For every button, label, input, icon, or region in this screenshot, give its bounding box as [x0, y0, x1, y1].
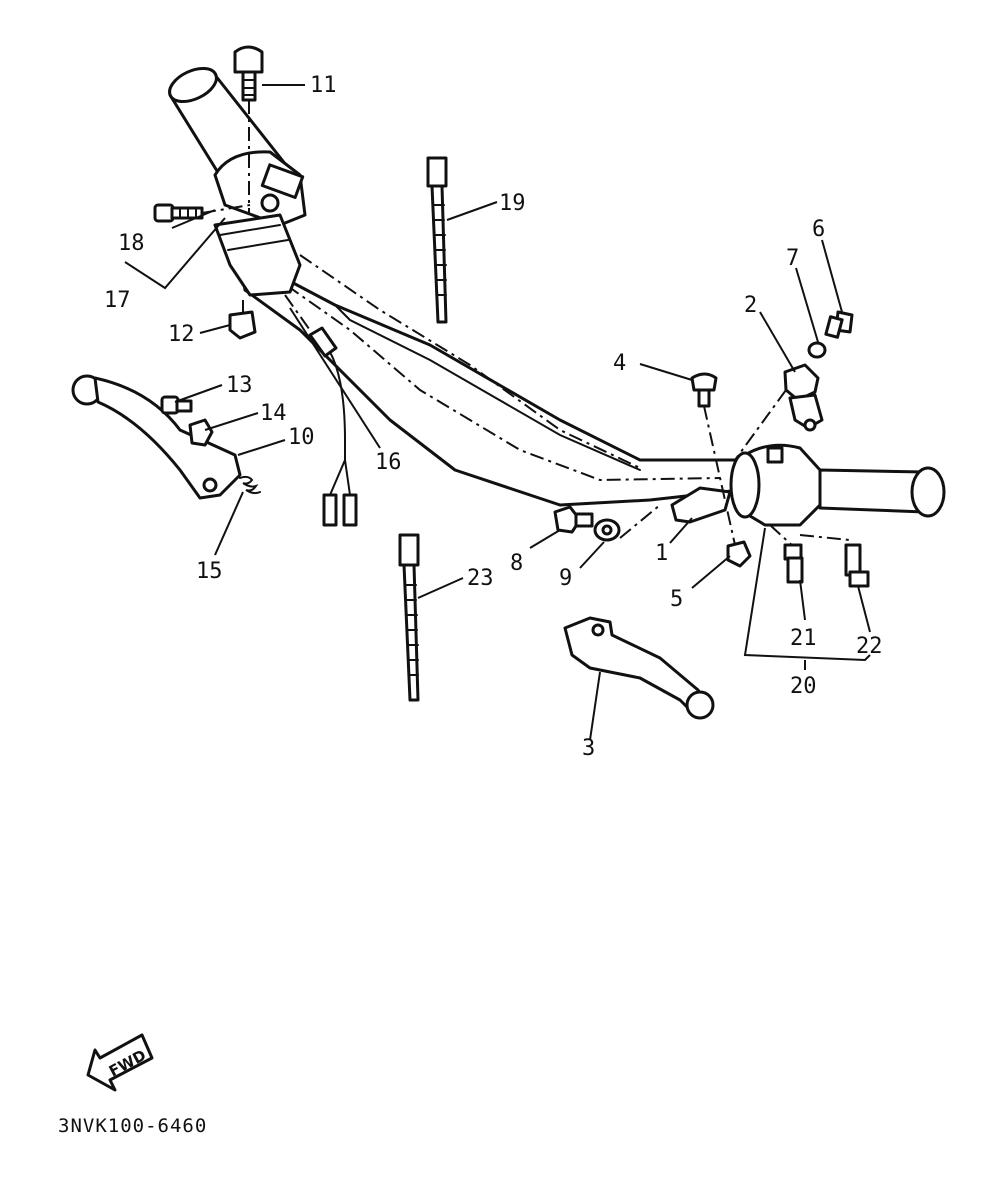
nut-14: [188, 418, 214, 447]
callout-4: 4: [613, 351, 626, 376]
left-switch-housing: [213, 150, 307, 297]
callout-18: 18: [118, 231, 145, 256]
screw-22: [844, 543, 870, 588]
callout-20: 20: [790, 674, 817, 699]
callout-7: 7: [786, 246, 799, 271]
callout-2: 2: [744, 293, 757, 318]
callout-17: 17: [104, 288, 131, 313]
bolt-8: [553, 505, 594, 534]
callout-1: 1: [655, 541, 668, 566]
callout-8: 8: [510, 551, 523, 576]
callout-labels: 11 18 17 12 13 14 10 15 16 19 23 8 9 1 4…: [104, 73, 883, 761]
callout-15: 15: [196, 559, 223, 584]
screw-18: [153, 203, 251, 223]
callout-6: 6: [812, 217, 825, 242]
callout-5: 5: [670, 587, 683, 612]
fwd-arrow: FWD: [86, 1033, 154, 1092]
screw-21: [783, 543, 804, 584]
callout-21: 21: [790, 626, 817, 651]
leader-lines: [124, 84, 871, 741]
brake-lever-3: [563, 616, 715, 720]
washer-7: [807, 341, 827, 359]
washer-9: [593, 518, 621, 542]
bolt-4: [690, 372, 736, 546]
callout-3: 3: [582, 736, 595, 761]
right-switch-housing-20: [729, 443, 851, 549]
callout-23: 23: [467, 566, 494, 591]
callout-22: 22: [856, 634, 883, 659]
callout-13: 13: [226, 373, 253, 398]
callout-11: 11: [310, 73, 337, 98]
handlebar: [238, 253, 742, 507]
diagram-code: 3NVK100-6460: [58, 1115, 207, 1137]
callout-10: 10: [288, 425, 315, 450]
holder-2: [734, 363, 824, 461]
callout-19: 19: [499, 191, 526, 216]
bracket-1: [619, 486, 732, 539]
bolt-13: [160, 395, 193, 415]
clutch-lever-10: [71, 374, 242, 500]
bolt-11: [233, 45, 264, 215]
callout-9: 9: [559, 566, 572, 591]
callout-16: 16: [375, 450, 402, 475]
nut-12: [228, 300, 257, 340]
clutch-switch-16: [284, 294, 358, 527]
callout-14: 14: [260, 401, 287, 426]
callout-12: 12: [168, 322, 195, 347]
spring-15: [239, 475, 261, 495]
cable-tie-23: [398, 533, 420, 702]
screw-6: [824, 310, 854, 339]
right-grip: [818, 466, 946, 518]
nut-5: [726, 540, 752, 568]
cable-tie-19: [426, 156, 448, 324]
